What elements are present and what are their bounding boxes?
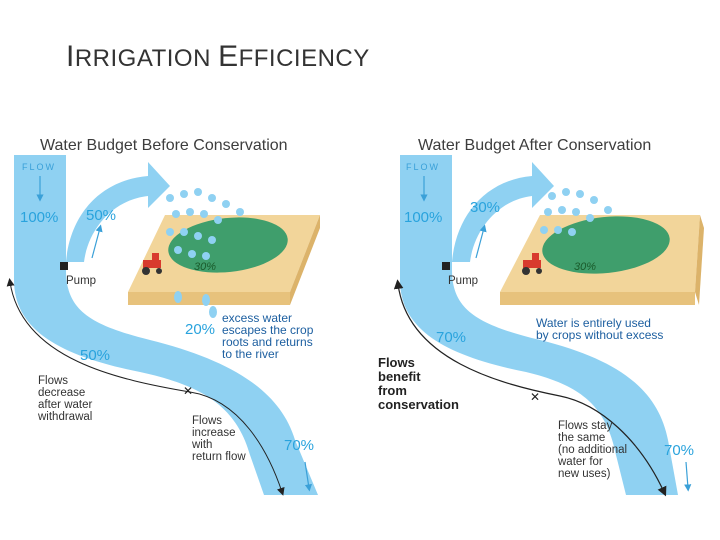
before-flow-label: FLOW <box>22 162 56 172</box>
slide-title: IRRIGATION EFFICIENCY <box>66 40 370 73</box>
after-measure-curve <box>393 279 667 497</box>
after-benefit-line-1: Flows <box>378 355 415 370</box>
after-same-line-1: Flows stay <box>558 420 613 432</box>
after-benefit-line-3: from <box>378 383 407 398</box>
after-panel-title: Water Budget After Conservation <box>418 137 651 154</box>
after-same-line-3: (no additional <box>558 444 627 456</box>
after-pump-icon <box>442 262 450 270</box>
before-pct-out: 70% <box>284 437 314 454</box>
after-sprinkler-drops-icon <box>540 188 612 236</box>
after-pct-in: 100% <box>404 209 442 226</box>
before-decrease-line-3: after water <box>38 399 92 411</box>
before-decrease-line-2: decrease <box>38 387 85 399</box>
before-tractor-icon <box>142 253 162 275</box>
before-pct-in: 100% <box>20 209 58 226</box>
before-withdrawal-branch <box>66 162 170 262</box>
after-tractor-icon <box>522 253 542 275</box>
after-withdrawal-branch <box>452 162 554 262</box>
before-decrease-line-1: Flows <box>38 375 68 387</box>
after-benefit-line-4: conservation <box>378 397 459 412</box>
before-panel-title: Water Budget Before Conservation <box>40 137 288 154</box>
before-measure-curve <box>6 278 285 496</box>
before-panel: Water Budget Before Conservation FLOW 10… <box>6 137 320 496</box>
after-pct-withdraw: 30% <box>470 199 500 216</box>
before-increase-line-2: increase <box>192 427 235 439</box>
before-measure-tick-icon: ✕ <box>183 384 193 398</box>
before-pump-icon <box>60 262 68 270</box>
after-panel: Water Budget After Conservation FLOW 100… <box>378 137 704 497</box>
before-pct-return: 20% <box>185 321 215 338</box>
after-branch-arrow-icon <box>475 224 487 259</box>
before-increase-line-3: with <box>191 439 212 451</box>
after-pump-label: Pump <box>448 275 478 287</box>
after-benefit-line-2: benefit <box>378 369 421 384</box>
before-pct-withdraw: 50% <box>86 207 116 224</box>
before-out-arrow-icon <box>304 461 313 492</box>
before-field-side <box>290 215 320 305</box>
after-out-arrow-icon <box>684 461 692 492</box>
before-branch-arrow-icon <box>91 224 103 259</box>
before-crop-field <box>168 217 288 273</box>
before-excess-line-4: to the river <box>222 347 279 361</box>
after-field-front <box>500 292 695 305</box>
after-measure-tick-icon: ✕ <box>530 390 540 404</box>
after-flow-label: FLOW <box>406 162 440 172</box>
after-used-line-2: by crops without excess <box>536 328 663 342</box>
before-increase-line-1: Flows <box>192 415 222 427</box>
after-field-side <box>695 215 704 305</box>
before-increase-line-4: return flow <box>192 451 246 463</box>
after-same-line-4: water for <box>557 456 603 468</box>
before-pump-label: Pump <box>66 275 96 287</box>
after-same-line-5: new uses) <box>558 468 611 480</box>
after-pct-field: 30% <box>574 261 596 273</box>
after-pct-out: 70% <box>664 442 694 459</box>
before-pct-field: 30% <box>194 261 216 273</box>
after-pct-river-mid: 70% <box>436 329 466 346</box>
before-decrease-line-4: withdrawal <box>37 411 92 423</box>
before-pct-river-mid: 50% <box>80 347 110 364</box>
after-same-line-2: the same <box>558 432 605 444</box>
before-sprinkler-drops-icon <box>166 188 244 260</box>
